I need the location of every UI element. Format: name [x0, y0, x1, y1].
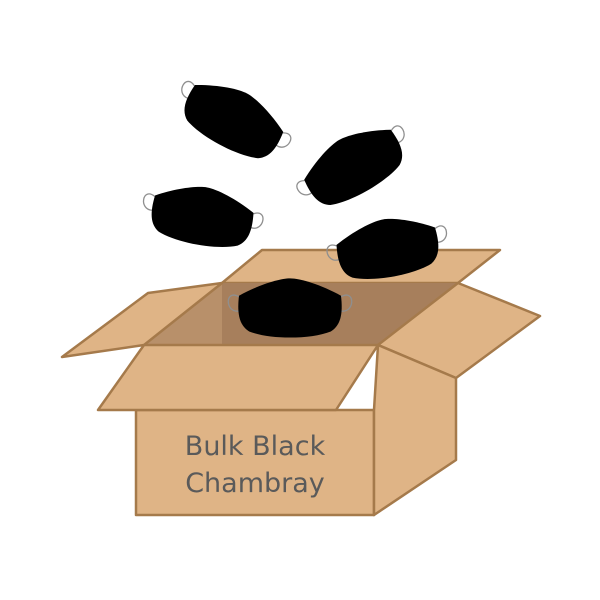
box-front-face [134, 408, 376, 517]
box-side-face [372, 343, 458, 517]
mask-2 [285, 109, 422, 222]
box-label: Bulk Black Chambray [185, 431, 326, 499]
mask-1 [165, 64, 302, 174]
box-front-flap [96, 343, 380, 412]
box-back [60, 248, 502, 359]
box-left-flap [60, 281, 224, 359]
box-label-line1: Bulk Black [185, 431, 326, 462]
box-label-line2: Chambray [185, 468, 325, 499]
box-front [96, 281, 542, 517]
mask-3 [136, 176, 268, 256]
